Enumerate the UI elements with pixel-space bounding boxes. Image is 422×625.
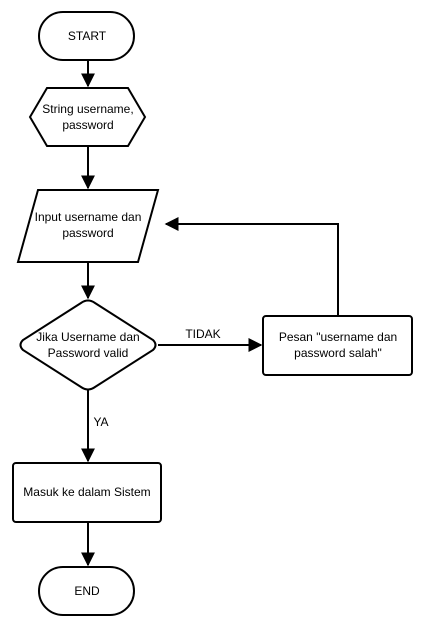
edge-label-yes: YA — [93, 415, 108, 429]
error-message-label-line-1: Pesan "username dan — [279, 330, 397, 344]
decision-label-line-2: Password valid — [48, 346, 129, 360]
input-label-line-1: Input username dan — [35, 210, 142, 224]
end-terminator — [38, 566, 135, 616]
connectors — [81, 60, 339, 567]
enter-system-box — [12, 462, 162, 523]
node-declare: String username, password — [28, 87, 147, 147]
input-parallelogram — [16, 189, 160, 263]
decision-diamond — [19, 299, 157, 391]
enter-system-label: Masuk ke dalam Sistem — [23, 485, 150, 499]
decision-label-line-1: Jika Username dan — [36, 330, 139, 344]
error-message-label-line-2: password salah" — [294, 346, 382, 360]
input-label-line-2: password — [62, 226, 113, 240]
declare-label-line-1: String username, — [42, 102, 133, 116]
edge-error-loop-back — [164, 217, 339, 316]
start-label: START — [68, 29, 107, 43]
declare-hexagon — [28, 87, 147, 147]
edge-label-no: TIDAK — [185, 327, 220, 341]
node-start: START — [38, 11, 135, 61]
declare-label-line-2: password — [62, 118, 113, 132]
node-decision: Jika Username dan Password valid — [19, 299, 157, 391]
node-end: END — [38, 566, 135, 616]
node-enter-system: Masuk ke dalam Sistem — [12, 462, 162, 523]
node-input: Input username dan password — [16, 189, 160, 263]
end-label: END — [74, 584, 100, 598]
node-error-message: Pesan "username dan password salah" — [262, 315, 413, 376]
start-terminator — [38, 11, 135, 61]
error-message-box — [262, 315, 413, 376]
